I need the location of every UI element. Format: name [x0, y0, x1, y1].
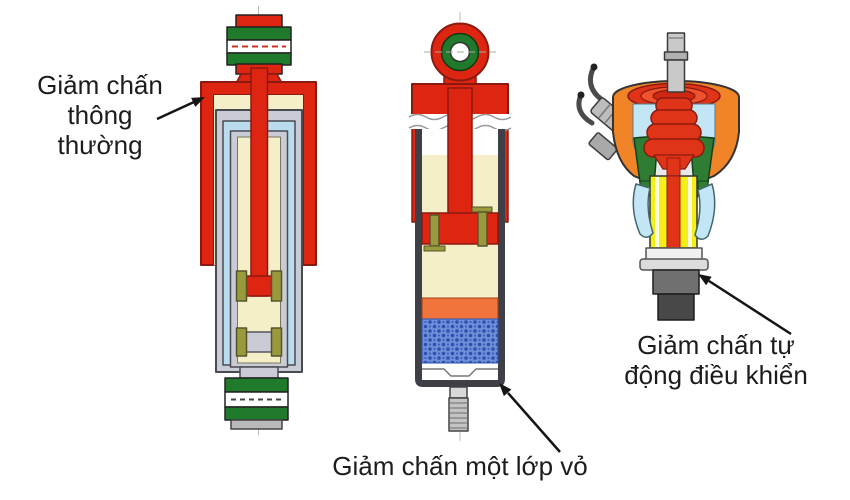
- damper-cartridge: [649, 175, 698, 249]
- rubber-bellows: [643, 97, 705, 170]
- base-valve: [235, 327, 283, 357]
- mounting-eye: [424, 22, 496, 82]
- label-conventional-shock: Giảm chấn thông thường: [8, 70, 192, 160]
- arrow-mono-tube: [499, 383, 561, 453]
- piston-rod: [250, 67, 269, 297]
- bottom-bushing: [224, 366, 289, 430]
- label-auto-controlled-shock: Giảm chấn tự động điều khiển: [598, 330, 834, 390]
- auto-controlled-shock-drawing: [576, 32, 740, 321]
- arrow-auto-controlled: [698, 274, 792, 336]
- lower-collar: [639, 247, 709, 271]
- piston-valve: [235, 270, 283, 302]
- floating-piston: [421, 297, 499, 320]
- label-mono-tube-shock: Giảm chấn một lớp vỏ: [332, 451, 588, 481]
- arrow-conventional: [156, 97, 205, 121]
- label-line: Giảm chấn tự: [637, 330, 795, 360]
- end-cap-profile: [422, 368, 498, 377]
- label-line: thường: [57, 130, 143, 160]
- mounting-stud: [448, 386, 469, 432]
- gas-chamber: [421, 318, 499, 364]
- label-line: động điều khiển: [624, 360, 808, 390]
- lower-mount-block: [652, 269, 700, 321]
- label-line: thông: [67, 100, 133, 130]
- piston-rod: [447, 87, 473, 219]
- piston-valve: [421, 206, 499, 252]
- rubber-boot: [632, 180, 716, 240]
- mono-tube-shock-drawing: [408, 12, 512, 445]
- label-line: Giảm chấn: [37, 70, 163, 100]
- control-rod-stud: [663, 32, 689, 93]
- conventional-shock-drawing: [200, 6, 317, 438]
